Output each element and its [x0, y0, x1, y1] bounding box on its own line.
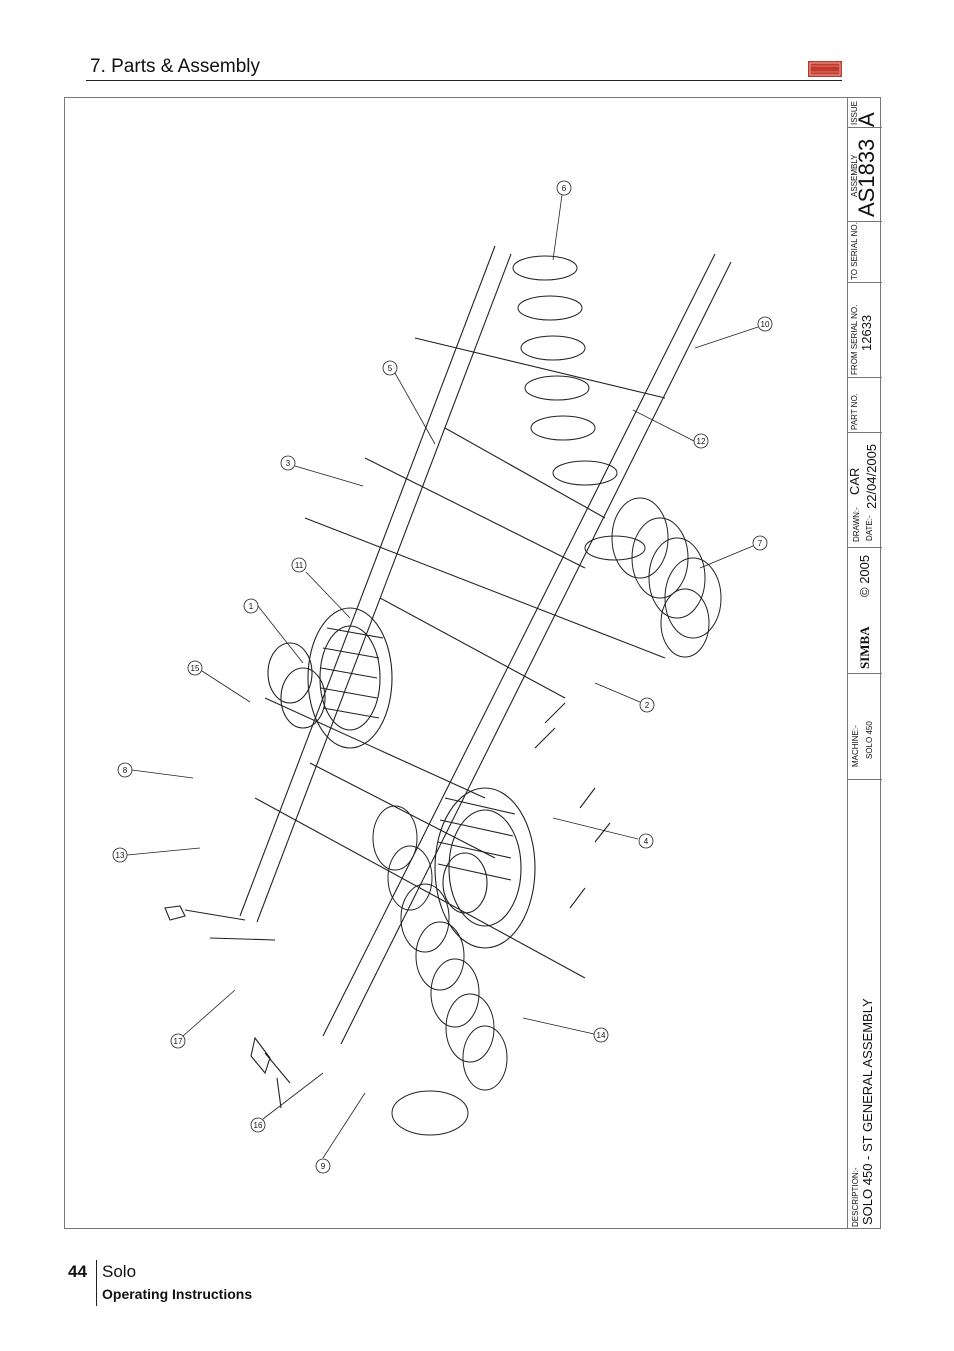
description-label: DESCRIPTION:- [851, 1167, 860, 1227]
drawing-frame: 1 2 3 4 5 6 7 8 9 10 11 12 13 14 15 16 1… [64, 97, 881, 1229]
copyright: © 2005 [857, 554, 872, 597]
title-block: ISSUE A ASSEMBLY AS1833 TO SERIAL NO. FR… [847, 97, 882, 1229]
machine-label: MACHINE:- [851, 725, 860, 767]
product-name: Solo [102, 1262, 137, 1281]
callout-1: 1 [249, 602, 254, 611]
callout-14: 14 [597, 1031, 606, 1040]
callout-10: 10 [761, 320, 770, 329]
assembly-value: AS1833 [854, 138, 879, 217]
page-number: 44 [68, 1262, 87, 1281]
machine-value: SOLO 450 [865, 721, 874, 759]
doc-type: Operating Instructions [102, 1286, 253, 1302]
issue-value: A [854, 112, 879, 127]
from-serial-label: FROM SERIAL NO. [850, 304, 859, 375]
callout-16: 16 [254, 1121, 263, 1130]
drawn-label: DRAWN:- [852, 507, 861, 542]
header-rule [86, 80, 842, 81]
footer-rule [96, 1260, 97, 1306]
callout-5: 5 [388, 364, 393, 373]
callout-6: 6 [562, 184, 567, 193]
brand-logo: SIMBA [857, 626, 872, 669]
description-value: SOLO 450 - ST GENERAL ASSEMBLY [860, 998, 875, 1225]
callout-4: 4 [644, 837, 649, 846]
part-no-label: PART NO. [850, 393, 859, 430]
assembly-drawing: 1 2 3 4 5 6 7 8 9 10 11 12 13 14 15 16 1… [112, 180, 773, 1174]
callout-11: 11 [295, 561, 304, 570]
date-label: DATE:- [865, 515, 874, 541]
simba-logo [808, 61, 842, 77]
callout-9: 9 [321, 1162, 326, 1171]
callout-12: 12 [697, 437, 706, 446]
callout-13: 13 [116, 851, 125, 860]
callout-17: 17 [174, 1037, 183, 1046]
drawn-value: CAR [847, 467, 862, 495]
callout-3: 3 [286, 459, 291, 468]
to-serial-label: TO SERIAL NO. [850, 222, 859, 280]
callout-15: 15 [191, 664, 200, 673]
callout-7: 7 [758, 539, 763, 548]
section-title: 7. Parts & Assembly [90, 56, 261, 77]
from-serial-value: 12633 [859, 314, 874, 351]
callout-8: 8 [123, 766, 128, 775]
date-value: 22/04/2005 [864, 443, 879, 509]
callout-2: 2 [645, 701, 650, 710]
